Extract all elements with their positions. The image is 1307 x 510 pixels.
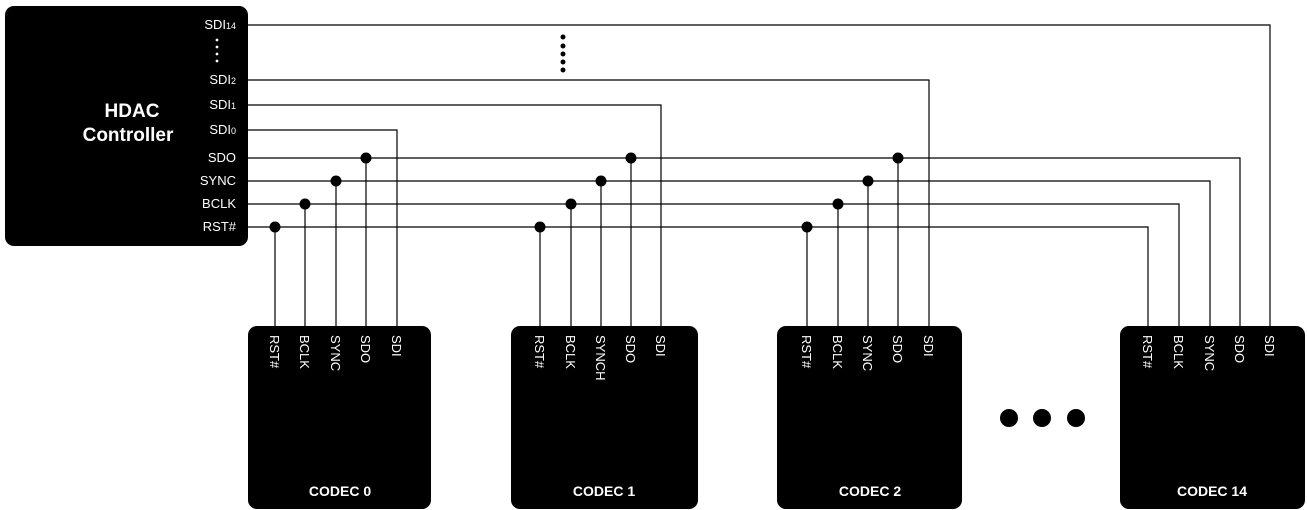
codec1-pin-sync: SYNCH <box>593 335 608 381</box>
pin-sdi2: SDI2 <box>209 72 236 87</box>
junction-c0-sync <box>330 175 342 187</box>
codec0-pin-rst: RST# <box>267 335 282 369</box>
junction-c1-sdo <box>625 152 637 164</box>
pin-bclk: BCLK <box>202 196 236 211</box>
codec0-pin-sdi: SDI <box>389 335 404 357</box>
codec1-name: CODEC 1 <box>573 483 635 499</box>
junction-c2-sync <box>862 175 874 187</box>
pin-sdi0: SDI0 <box>209 122 236 137</box>
junction-c2-bclk <box>832 198 844 210</box>
pin-rst: RST# <box>203 219 237 234</box>
codec2-pin-sdo: SDO <box>890 335 905 363</box>
pin-sdo: SDO <box>208 150 236 165</box>
codec1-pin-sdi: SDI <box>653 335 668 357</box>
junction-c1-sync <box>595 175 607 187</box>
codec1-pin-bclk: BCLK <box>563 335 578 369</box>
codec-14: RST# BCLK SYNC SDO SDI CODEC 14 <box>1120 326 1305 509</box>
wire-sdi14 <box>246 24 1271 330</box>
wire-bclk-bus <box>246 203 1180 330</box>
codec2-pin-rst: RST# <box>799 335 814 369</box>
wire-sync-bus <box>246 180 1211 330</box>
wire-rst-bus <box>246 226 1149 330</box>
pin-sdi1: SDI1 <box>209 97 236 112</box>
codec0-pin-sdo: SDO <box>358 335 373 363</box>
codec1-pin-sdo: SDO <box>623 335 638 363</box>
codec14-pin-bclk: BCLK <box>1171 335 1186 369</box>
codec-2: RST# BCLK SYNC SDO SDI CODEC 2 <box>777 326 962 509</box>
controller-title-line2: Controller <box>83 125 174 146</box>
codec14-pin-sdi: SDI <box>1262 335 1277 357</box>
junction-c1-rst <box>534 221 546 233</box>
controller-title-line1: HDAC <box>105 101 160 122</box>
junction-c0-sdo <box>360 152 372 164</box>
codec14-pin-rst: RST# <box>1140 335 1155 369</box>
codec0-name: CODEC 0 <box>309 483 371 499</box>
wire-sdi1 <box>246 104 662 330</box>
wire-sdi2 <box>246 79 930 330</box>
pin-sync: SYNC <box>200 173 236 188</box>
wire-sdi0 <box>246 129 398 330</box>
codec0-pin-bclk: BCLK <box>297 335 312 369</box>
junction-c1-bclk <box>565 198 577 210</box>
junction-c0-bclk <box>299 198 311 210</box>
codec2-pin-bclk: BCLK <box>830 335 845 369</box>
wire-sdo-bus <box>246 157 1241 330</box>
wires <box>246 24 1271 330</box>
codec1-pin-rst: RST# <box>532 335 547 369</box>
junction-c2-sdo <box>892 152 904 164</box>
codec2-pin-sync: SYNC <box>860 335 875 371</box>
horizontal-ellipsis <box>1000 409 1085 427</box>
vertical-ellipsis <box>560 34 566 73</box>
junctions <box>269 152 904 233</box>
codec2-name: CODEC 2 <box>839 483 901 499</box>
pin-sdi14: SDI14 <box>204 17 236 32</box>
codec-1: RST# BCLK SYNCH SDO SDI CODEC 1 <box>511 326 698 509</box>
junction-c0-rst <box>269 221 281 233</box>
codec2-pin-sdi: SDI <box>921 335 936 357</box>
codec14-name: CODEC 14 <box>1177 483 1247 499</box>
codec14-pin-sdo: SDO <box>1232 335 1247 363</box>
hdac-controller: HDAC Controller SDI14 SDI2 SDI1 SDI0 SDO… <box>5 6 248 246</box>
codec14-pin-sync: SYNC <box>1202 335 1217 371</box>
codec-0: RST# BCLK SYNC SDO SDI CODEC 0 <box>248 326 431 509</box>
junction-c2-rst <box>801 221 813 233</box>
codec0-pin-sync: SYNC <box>328 335 343 371</box>
